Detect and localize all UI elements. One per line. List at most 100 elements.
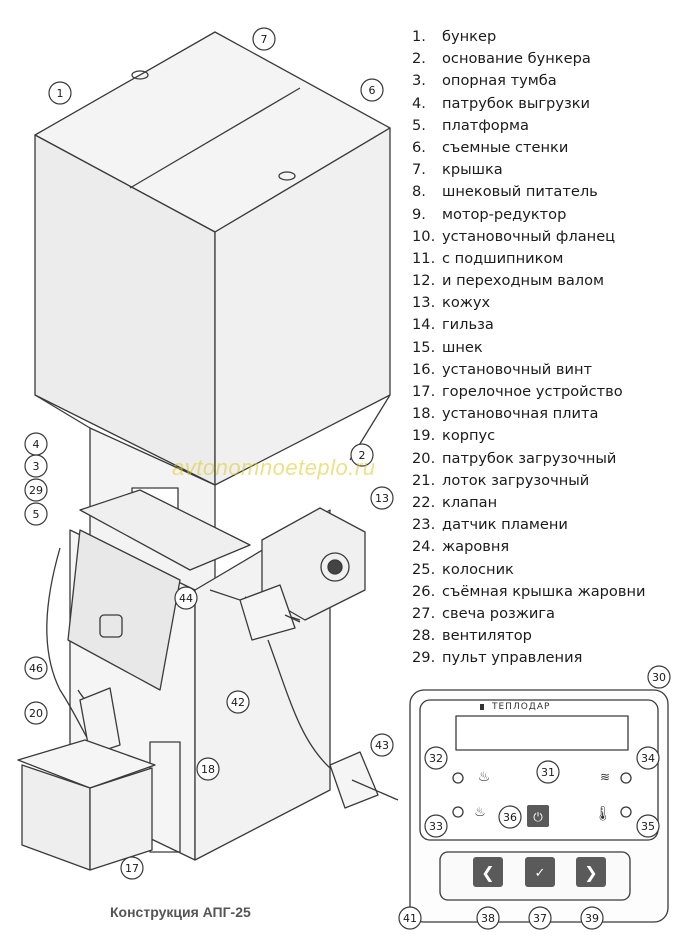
callout-43: 43 — [375, 739, 389, 752]
callout-4: 4 — [33, 438, 40, 451]
callout-41: 41 — [403, 912, 417, 925]
legend-text: установочная плита — [442, 405, 599, 423]
legend-item: 13. кожух — [412, 292, 687, 314]
legend-item: 12. и переходным валом — [412, 270, 687, 292]
callout-7: 7 — [261, 33, 268, 46]
legend-item: 16. установочный винт — [412, 359, 687, 381]
legend-item: 10. установочный фланец — [412, 226, 687, 248]
chevron-right-icon: ❯ — [584, 863, 597, 882]
callout-46: 46 — [29, 662, 43, 675]
hopper — [34, 31, 391, 486]
power-button[interactable] — [527, 805, 549, 827]
legend-number: 4. — [412, 94, 426, 112]
legend-number: 6. — [412, 138, 426, 156]
callout-2: 2 — [359, 449, 366, 462]
brand-logo-icon — [480, 704, 484, 710]
legend-item: 27.свеча розжига — [412, 603, 687, 625]
callout-20: 20 — [29, 707, 43, 720]
callout-37: 37 — [533, 912, 547, 925]
callout-44: 44 — [179, 592, 193, 605]
legend-item: 24.жаровня — [412, 536, 687, 558]
legend-item: 15. шнек — [412, 337, 687, 359]
ok-button[interactable] — [525, 857, 555, 887]
callout-32: 32 — [429, 752, 443, 765]
legend-item: 11. с подшипником — [412, 248, 687, 270]
ok-icon: ✓ — [535, 866, 546, 881]
legend-text: основание бункера — [442, 50, 591, 68]
heat-icon: ≋ — [600, 770, 610, 784]
legend-number: 23. — [412, 516, 436, 534]
legend-text: пульт управления — [442, 649, 583, 667]
legend-item: 20.патрубок загрузочный — [412, 448, 687, 470]
legend-number: 24. — [412, 538, 436, 556]
legend-number: 16. — [412, 360, 436, 378]
legend-item: 6.съемные стенки — [412, 137, 687, 159]
legend-text: установочный фланец — [442, 227, 616, 245]
panel-buttons: ⏻ ❮ ✓ ❯ ♨ ≋ ♨ 🌡 — [473, 704, 612, 887]
callout-17: 17 — [125, 862, 139, 875]
legend-item: 28.вентилятор — [412, 625, 687, 647]
legend-number: 10. — [412, 227, 436, 245]
legend-number: 22. — [412, 493, 436, 511]
support-cabinet — [79, 427, 251, 601]
legend-item: 1. бункер — [412, 26, 687, 48]
callout-6: 6 — [369, 84, 376, 97]
legend-text: крышка — [442, 161, 503, 179]
legend-text: бункер — [442, 28, 497, 45]
legend-text: патрубок загрузочный — [442, 449, 617, 467]
legend-item: 7.крышка — [412, 159, 687, 181]
callout-36: 36 — [503, 811, 517, 824]
legend-text: колосник — [442, 560, 514, 578]
callout-42: 42 — [231, 696, 245, 709]
legend-text: горелочное устройство — [442, 383, 623, 400]
legend-text: и переходным валом — [442, 272, 605, 290]
panel-brand: ТЕПЛОДАР — [492, 702, 551, 712]
right-button[interactable] — [576, 857, 606, 887]
callout-38: 38 — [481, 912, 495, 925]
callout-labels: 1 7 6 4 3 29 5 2 13 44 46 20 42 43 18 17… — [29, 33, 666, 925]
legend-number: 9. — [412, 205, 426, 223]
legend-item: 2.основание бункера — [412, 48, 687, 70]
legend-item: 19.корпус — [412, 425, 687, 447]
legend-number: 19. — [412, 427, 436, 445]
legend-text: кожух — [442, 294, 491, 312]
legend-number: 11. — [412, 249, 436, 267]
legend-item: 17.горелочное устройство — [412, 381, 687, 403]
legend-number: 26. — [412, 582, 436, 600]
legend-text: мотор-редуктор — [442, 205, 567, 223]
legend-item: 3. опорная тумба — [412, 70, 687, 92]
legend-item: 23. датчик пламени — [412, 514, 687, 536]
legend-number: 1. — [412, 28, 426, 45]
flame-icon: ♨ — [478, 769, 491, 785]
diagram-caption: Конструкция АПГ-25 — [110, 904, 251, 920]
callout-33: 33 — [429, 820, 443, 833]
legend-number: 29. — [412, 649, 436, 667]
legend-text: вентилятор — [442, 627, 532, 645]
legend-text: шнековый питатель — [442, 183, 598, 201]
legend-item: 25. колосник — [412, 559, 687, 581]
legend-number: 15. — [412, 338, 436, 356]
legend-number: 12. — [412, 272, 436, 290]
legend-text: клапан — [442, 493, 498, 511]
legend-item: 5.платформа — [412, 115, 687, 137]
legend-number: 25. — [412, 560, 436, 578]
callout-1: 1 — [57, 87, 64, 100]
legend-number: 3. — [412, 72, 426, 90]
chevron-left-icon: ❮ — [481, 863, 494, 882]
legend-text: шнек — [442, 338, 483, 356]
legend-text: опорная тумба — [442, 72, 557, 90]
legend-text: датчик пламени — [442, 516, 568, 534]
air-tubes — [239, 584, 399, 809]
legend-item: 18.установочная плита — [412, 403, 687, 425]
watermark: avtonomnoeteplo.ru — [172, 455, 376, 480]
legend-number: 13. — [412, 294, 436, 312]
left-button[interactable] — [473, 857, 503, 887]
pellet-tray — [17, 739, 156, 871]
legend-text: с подшипником — [442, 249, 564, 267]
legend-item: 29. пульт управления — [412, 647, 687, 669]
thermometer-icon: 🌡 — [594, 806, 612, 822]
callout-29: 29 — [29, 484, 43, 497]
callout-35: 35 — [641, 820, 655, 833]
callouts — [24, 27, 671, 930]
legend-text: установочный винт — [442, 360, 593, 378]
